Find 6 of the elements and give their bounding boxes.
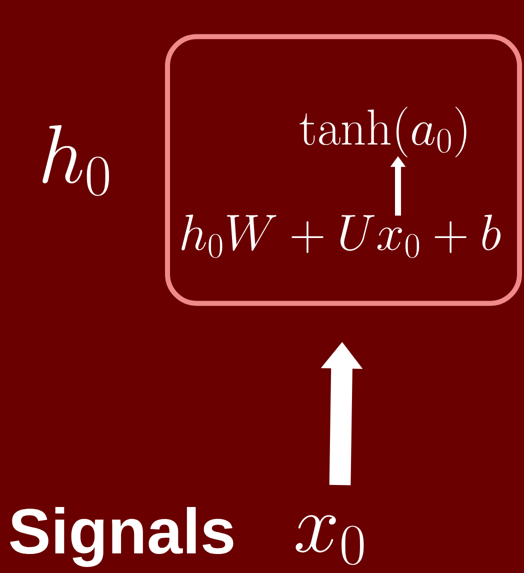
formula: $h_0$: [42, 125, 109, 196]
rounded-box: [165, 34, 522, 306]
formula: $h_0W + Ux_0 + b$: [182, 214, 501, 258]
text-label: Signals: [10, 507, 234, 567]
formula: $x_0$: [296, 515, 364, 565]
formula: $\tanh(a_0)$: [300, 106, 466, 158]
